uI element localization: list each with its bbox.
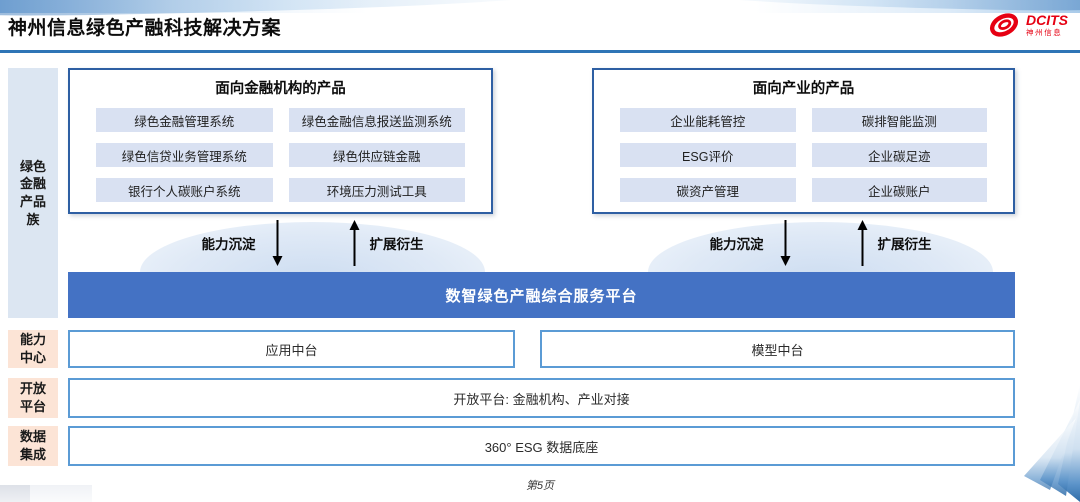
product-chip: 绿色金融管理系统 bbox=[96, 108, 273, 132]
row-open-platform: 开放平台: 金融机构、产业对接 bbox=[68, 378, 1015, 418]
product-chip: 企业碳足迹 bbox=[811, 143, 987, 167]
page-title: 神州信息绿色产融科技解决方案 bbox=[8, 18, 282, 39]
row-application-middle-platform: 应用中台 bbox=[68, 330, 515, 368]
product-chip: 碳资产管理 bbox=[620, 178, 796, 202]
logo-subtitle: 神州信息 bbox=[1026, 28, 1063, 38]
arrow-up-icon bbox=[349, 220, 359, 266]
row-esg-data-base: 360° ESG 数据底座 bbox=[68, 426, 1015, 466]
product-chip: 绿色金融信息报送监测系统 bbox=[288, 108, 465, 132]
logo-text: DCITS 神州信息 bbox=[1026, 13, 1068, 37]
product-chip: 绿色供应链金融 bbox=[288, 143, 465, 167]
logo-brand: DCITS bbox=[1026, 12, 1068, 29]
flow-arrows-right: 能力沉淀 扩展衍生 bbox=[648, 216, 993, 270]
sidebar-item-capability-center: 能力 中心 bbox=[8, 330, 58, 368]
bottom-right-fan-decoration bbox=[1024, 384, 1080, 502]
product-chip: 企业碳账户 bbox=[811, 178, 987, 202]
dcits-logo: DCITS 神州信息 bbox=[985, 9, 1068, 41]
sidebar-item-open-platform: 开放 平台 bbox=[8, 378, 58, 418]
product-chip: 企业能耗管控 bbox=[620, 108, 796, 132]
product-group-title: 面向金融机构的产品 bbox=[215, 81, 346, 97]
product-chip: 绿色信贷业务管理系统 bbox=[96, 143, 273, 167]
row-model-middle-platform: 模型中台 bbox=[540, 330, 1015, 368]
product-chip: 银行个人碳账户系统 bbox=[96, 178, 273, 202]
arrow-up-icon bbox=[857, 220, 867, 266]
bottom-left-decoration bbox=[0, 485, 30, 502]
dcits-swirl-icon bbox=[989, 13, 1019, 37]
product-chip-grid: 企业能耗管控 碳排智能监测 ESG评价 企业碳足迹 碳资产管理 企业碳账户 bbox=[594, 98, 1013, 202]
sidebar-item-green-finance-product-family: 绿色 金融 产品 族 bbox=[8, 68, 58, 318]
header-divider-line bbox=[0, 50, 1080, 53]
product-group-title: 面向产业的产品 bbox=[752, 81, 855, 97]
product-group-financial-institutions: 面向金融机构的产品 绿色金融管理系统 绿色金融信息报送监测系统 绿色信贷业务管理… bbox=[68, 68, 493, 214]
flow-label-capability-settle: 能力沉淀 bbox=[201, 237, 256, 252]
product-chip: ESG评价 bbox=[620, 143, 796, 167]
flow-arrows-left: 能力沉淀 扩展衍生 bbox=[140, 216, 485, 270]
page-number: 第5页 bbox=[525, 480, 555, 492]
bottom-left-decoration-light bbox=[30, 485, 92, 502]
sidebar-item-data-integration: 数据 集成 bbox=[8, 426, 58, 466]
product-chip: 碳排智能监测 bbox=[811, 108, 987, 132]
flow-label-expand-derive: 扩展衍生 bbox=[369, 237, 424, 252]
product-group-industry: 面向产业的产品 企业能耗管控 碳排智能监测 ESG评价 企业碳足迹 碳资产管理 … bbox=[592, 68, 1015, 214]
flow-label-capability-settle: 能力沉淀 bbox=[709, 237, 764, 252]
flow-label-expand-derive: 扩展衍生 bbox=[877, 237, 932, 252]
platform-banner: 数智绿色产融综合服务平台 bbox=[68, 272, 1015, 318]
product-chip-grid: 绿色金融管理系统 绿色金融信息报送监测系统 绿色信贷业务管理系统 绿色供应链金融… bbox=[70, 98, 491, 202]
arrow-down-icon bbox=[272, 220, 282, 266]
arrow-down-icon bbox=[780, 220, 790, 266]
product-chip: 环境压力测试工具 bbox=[288, 178, 465, 202]
